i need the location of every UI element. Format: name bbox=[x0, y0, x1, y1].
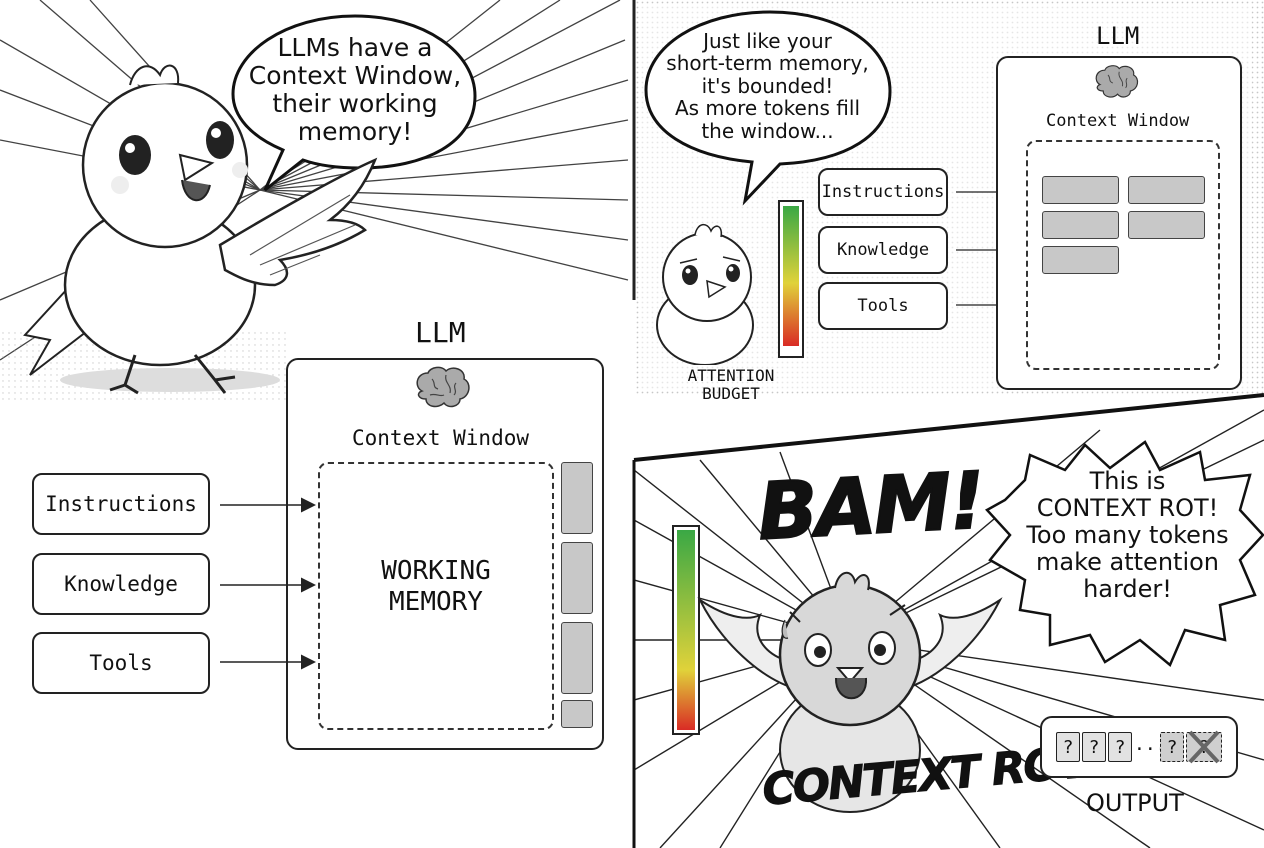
panel2-input-tools: Tools bbox=[818, 282, 948, 330]
panel2-input-knowledge: Knowledge bbox=[818, 226, 948, 274]
panel1-speech-bubble bbox=[231, 14, 477, 192]
bird-icon bbox=[697, 572, 1003, 813]
panel1-working-memory: WORKING MEMORY bbox=[381, 556, 491, 617]
brain-icon bbox=[1095, 65, 1139, 98]
output-ellipsis: ... bbox=[1134, 734, 1167, 755]
token-block bbox=[561, 542, 593, 614]
panel1-llm-label: LLM bbox=[415, 316, 466, 349]
output-token: ? bbox=[1082, 732, 1106, 762]
panel3-sfx-bam: BAM! bbox=[755, 455, 986, 559]
arrow-right-icon bbox=[220, 497, 316, 670]
attention-meter-track bbox=[677, 530, 695, 730]
panel3-speech-text: This is CONTEXT ROT! Too many tokens mak… bbox=[1026, 467, 1229, 603]
close-icon bbox=[1188, 730, 1220, 764]
output-token: ? bbox=[1160, 732, 1184, 762]
panel3-speech-bubble bbox=[985, 440, 1264, 668]
attention-meter-fill bbox=[783, 205, 799, 347]
panel2-context-window bbox=[1026, 140, 1220, 370]
panel1-context-window-label: Context Window bbox=[352, 426, 530, 450]
panel2-speech-text: Just like your short-term memory, it's b… bbox=[666, 29, 869, 143]
panel1-input-instructions: Instructions bbox=[32, 473, 210, 535]
panel1-speech-text: LLMs have a Context Window, their workin… bbox=[248, 33, 462, 146]
token-block bbox=[561, 622, 593, 694]
panel1-context-window bbox=[318, 462, 554, 730]
token-block bbox=[1042, 211, 1119, 239]
bird-icon bbox=[23, 64, 378, 395]
output-token: ? bbox=[1108, 732, 1132, 762]
panel1-llm-container bbox=[286, 358, 604, 750]
panel2-llm-label: LLM bbox=[1096, 22, 1140, 50]
panel1-input-tools: Tools bbox=[32, 632, 210, 694]
panel1-input-knowledge: Knowledge bbox=[32, 553, 210, 615]
token-block bbox=[1042, 176, 1119, 204]
panel2-context-window-label: Context Window bbox=[1046, 111, 1190, 131]
panel2-attention-meter bbox=[778, 200, 804, 358]
panel3-output-label: OUTPUT bbox=[1086, 789, 1184, 817]
bird-icon bbox=[656, 223, 754, 365]
token-block bbox=[561, 462, 593, 534]
token-block bbox=[1042, 246, 1119, 274]
brain-icon bbox=[416, 366, 470, 408]
panel2-input-instructions: Instructions bbox=[818, 168, 948, 216]
output-token: ? bbox=[1056, 732, 1080, 762]
token-block bbox=[1128, 176, 1205, 204]
token-block bbox=[561, 700, 593, 728]
panel2-speech-bubble bbox=[644, 10, 892, 206]
token-block bbox=[1128, 211, 1205, 239]
panel2-attention-label: ATTENTION BUDGET bbox=[687, 366, 775, 404]
panel3-attention-meter bbox=[672, 525, 700, 735]
